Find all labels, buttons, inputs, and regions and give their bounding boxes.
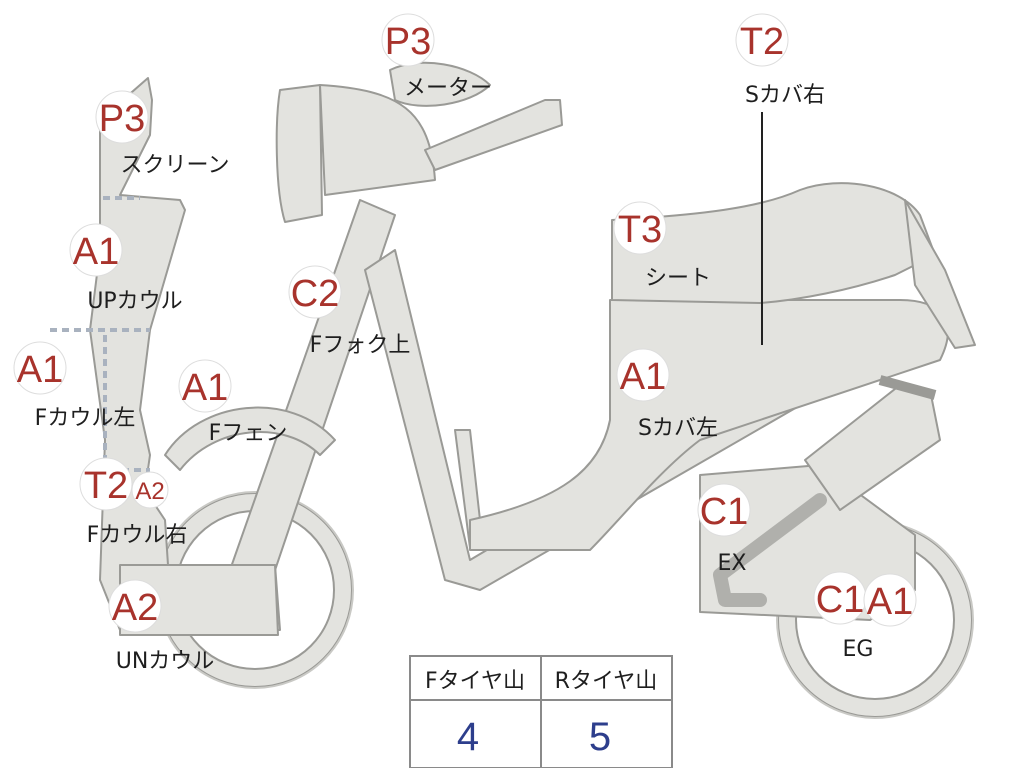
svg-text:Fフォク上: Fフォク上 <box>310 333 411 358</box>
svg-text:UNカウル: UNカウル <box>116 649 215 674</box>
svg-text:P3: P3 <box>99 98 145 140</box>
part-callout-under-cowl: A2 UNカウル <box>108 579 215 674</box>
svg-text:メーター: メーター <box>404 76 492 101</box>
svg-text:T3: T3 <box>618 209 662 251</box>
part-callout-front-fork-upper: C2 Fフォク上 <box>288 265 411 358</box>
part-callout-engine: C1 A1 EG <box>813 571 917 662</box>
front-tire-value: 4 <box>457 715 479 759</box>
svg-text:C2: C2 <box>291 273 340 315</box>
svg-text:EX: EX <box>718 551 747 576</box>
svg-text:A2: A2 <box>112 587 158 629</box>
rear-shock <box>804 384 941 511</box>
svg-text:C1: C1 <box>816 579 865 621</box>
part-callout-exhaust: C1 EX <box>697 483 751 576</box>
part-callout-seat: T3 シート <box>613 201 711 291</box>
svg-text:Sカバ右: Sカバ右 <box>745 83 825 108</box>
svg-text:Sカバ左: Sカバ左 <box>638 416 718 441</box>
svg-text:Fカウル右: Fカウル右 <box>87 523 188 548</box>
svg-text:A1: A1 <box>73 231 119 273</box>
rear-tire-header: Rタイヤ山 <box>555 669 658 694</box>
svg-text:Fカウル左: Fカウル左 <box>35 406 136 431</box>
part-callout-front-fender: A1 Fフェン <box>178 359 288 446</box>
seat <box>611 182 936 304</box>
tail <box>904 199 976 349</box>
svg-text:A1: A1 <box>620 356 666 398</box>
svg-text:A2: A2 <box>135 478 164 505</box>
part-callout-screen: P3 スクリーン <box>95 90 230 178</box>
part-callout-meter: P3 メーター <box>381 13 492 101</box>
svg-text:UPカウル: UPカウル <box>87 289 182 314</box>
svg-text:A1: A1 <box>17 349 63 391</box>
part-callout-up-cowl: A1 UPカウル <box>69 223 183 314</box>
part-callout-side-cover-left: A1 Sカバ左 <box>616 348 718 441</box>
part-callout-front-cowl-right: T2 A2 Fカウル右 <box>79 457 188 548</box>
part-callout-front-cowl-left: A1 Fカウル左 <box>13 341 136 431</box>
front-tire-header: Fタイヤ山 <box>425 669 525 694</box>
handlebar <box>424 99 563 171</box>
exhaust-pipe <box>713 493 827 607</box>
svg-text:T2: T2 <box>84 465 128 507</box>
svg-text:スクリーン: スクリーン <box>121 153 230 178</box>
svg-text:P3: P3 <box>385 21 431 63</box>
front-fender <box>164 406 336 471</box>
svg-text:シート: シート <box>645 266 711 291</box>
svg-text:Fフェン: Fフェン <box>209 421 288 446</box>
part-callout-side-cover-right: T2 Sカバ右 <box>735 13 825 108</box>
svg-text:T2: T2 <box>740 21 784 63</box>
headlight <box>275 84 323 223</box>
tire-tread-table: Fタイヤ山 Rタイヤ山 4 5 <box>409 655 673 768</box>
svg-text:EG: EG <box>843 637 874 662</box>
svg-text:C1: C1 <box>700 491 749 533</box>
svg-text:A1: A1 <box>182 367 228 409</box>
meter <box>389 61 491 107</box>
rear-tire-value: 5 <box>589 715 611 759</box>
svg-text:A1: A1 <box>867 581 913 623</box>
